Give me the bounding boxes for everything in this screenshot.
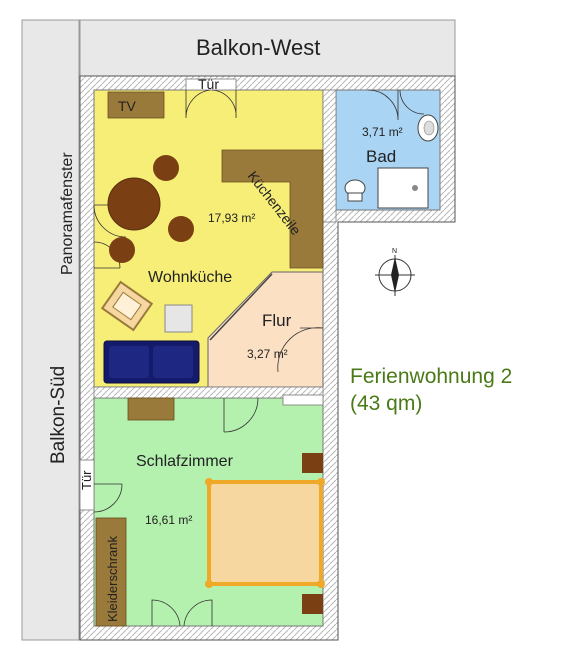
sink-icon — [417, 114, 439, 142]
armchair-icon — [100, 280, 154, 332]
panorama-window-label: Panoramafenster — [59, 152, 76, 275]
nightstand — [302, 594, 323, 614]
double-bed-icon — [205, 478, 325, 588]
compass-north-label: N — [392, 248, 397, 255]
apartment-size: (43 qm) — [350, 392, 423, 415]
door-opening-left — [79, 459, 95, 511]
door-swing — [223, 397, 259, 433]
shower-tray-icon — [377, 167, 429, 209]
balcony-south-label: Balkon-Süd — [48, 366, 69, 464]
door-opening-top — [185, 78, 237, 91]
bedroom-area: 16,61 m² — [145, 513, 192, 527]
door-swing — [93, 483, 123, 513]
kitchenette-counter — [221, 149, 324, 269]
door-top-label: Tür — [198, 76, 219, 92]
door-left-label: Tür — [79, 470, 94, 490]
door-swing — [185, 89, 237, 119]
balcony-west-area — [79, 19, 456, 77]
toilet-icon — [344, 179, 366, 202]
door-swing — [367, 89, 399, 121]
tv-label: TV — [118, 98, 137, 114]
hall-area: 3,27 m² — [247, 347, 288, 361]
apartment-name: Ferienwohnung 2 — [350, 365, 513, 388]
wall-piece — [93, 386, 324, 399]
hall-name: Flur — [262, 311, 292, 330]
wardrobe — [95, 517, 127, 627]
wardrobe-label: Kleiderschrank — [105, 536, 120, 622]
side-table — [164, 304, 193, 333]
chair — [109, 237, 135, 263]
compass-icon: N — [375, 248, 415, 296]
bath-name: Bad — [366, 147, 396, 166]
apartment-title: Ferienwohnung 2 (43 qm) — [350, 363, 512, 417]
dresser — [127, 397, 175, 421]
nightstand — [302, 453, 323, 473]
balcony-south-area — [21, 19, 80, 641]
wall-piece — [322, 89, 337, 223]
bedroom-name: Schlafzimmer — [136, 453, 234, 470]
chair — [153, 155, 179, 181]
tv-cabinet — [107, 91, 165, 119]
chair — [168, 216, 194, 242]
living-kitchen-area: 17,93 m² — [208, 211, 255, 225]
bath-area: 3,71 m² — [362, 125, 403, 139]
door-swing — [151, 599, 213, 627]
living-kitchen-name: Wohnküche — [148, 269, 232, 286]
wall-piece — [282, 394, 324, 406]
sofa-icon — [103, 340, 200, 384]
door-swing — [277, 327, 324, 373]
dining-table — [107, 177, 161, 231]
hall-diagonal-wall — [209, 273, 273, 341]
door-swing — [399, 89, 425, 115]
balcony-west-label: Balkon-West — [196, 35, 320, 60]
